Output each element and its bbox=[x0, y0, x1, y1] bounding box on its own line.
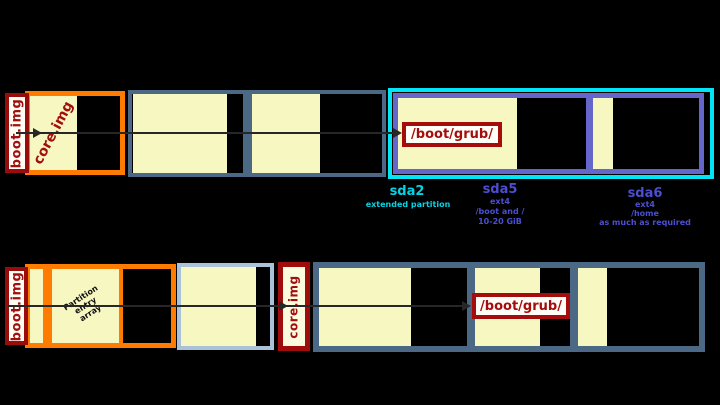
bottom-partition-1 bbox=[319, 268, 411, 346]
bottom-boot-flow-line bbox=[8, 305, 464, 307]
label-sda2-desc: extended partition bbox=[365, 200, 451, 209]
top-boot-flow-line bbox=[16, 132, 395, 134]
bottom-boot-grub-label: /boot/grub/ bbox=[480, 298, 562, 314]
label-sda6-size: as much as required bbox=[599, 218, 691, 227]
label-sda5: sda5 bbox=[482, 182, 518, 197]
top-logical-partition-sda6 bbox=[593, 98, 613, 169]
bottom-boot-grub-label-box: /boot/grub/ bbox=[472, 293, 570, 319]
label-sda6-fs: ext4 bbox=[635, 200, 655, 209]
bottom-partition-divider-2 bbox=[570, 268, 578, 346]
bottom-partition-divider-1 bbox=[467, 268, 475, 346]
top-boot-grub-label: /boot/grub/ bbox=[411, 127, 493, 142]
label-sda6: sda6 bbox=[627, 186, 663, 201]
bottom-arrowhead-1-icon bbox=[279, 301, 288, 311]
bottom-partition-3 bbox=[578, 268, 607, 346]
label-sda6-mount: /home bbox=[631, 209, 659, 218]
top-arrowhead-1-icon bbox=[33, 128, 42, 138]
top-boot-grub-label-box: /boot/grub/ bbox=[402, 122, 502, 147]
top-arrowhead-2-icon bbox=[393, 128, 402, 138]
bottom-partitions-box bbox=[313, 262, 705, 352]
label-sda2: sda2 bbox=[389, 184, 425, 199]
label-sda5-fs: ext4 bbox=[490, 197, 510, 206]
top-logical-partition-divider bbox=[586, 98, 593, 169]
label-sda5-size: 10-20 GiB bbox=[478, 217, 522, 226]
label-sda5-mount: /boot and / bbox=[475, 207, 525, 216]
bottom-arrowhead-2-icon bbox=[462, 301, 471, 311]
